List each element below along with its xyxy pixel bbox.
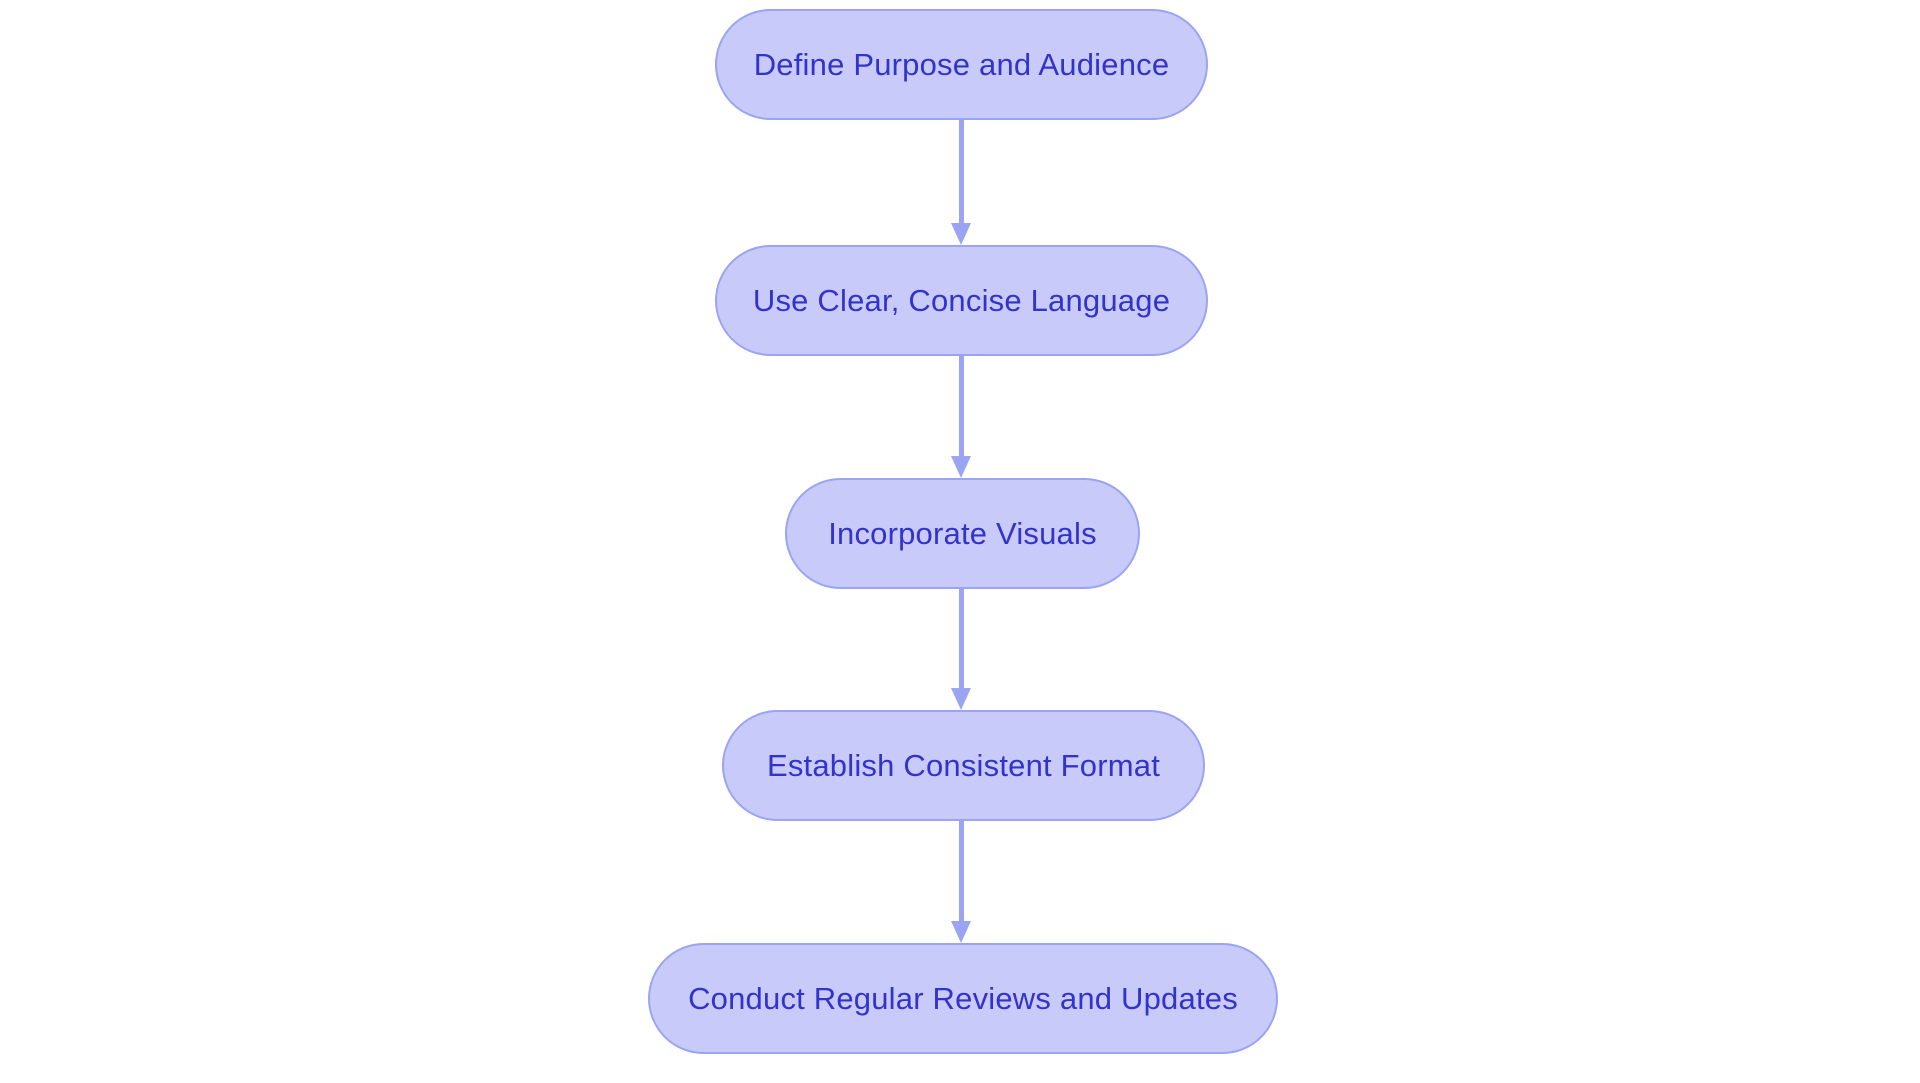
flow-edge-n3-n4 (951, 821, 971, 943)
flow-node-label: Conduct Regular Reviews and Updates (688, 981, 1238, 1016)
edge-line (959, 589, 964, 688)
flow-edge-n1-n2 (951, 356, 971, 478)
flow-node-define-purpose-and-audience[interactable]: Define Purpose and Audience (715, 9, 1208, 120)
edge-line (959, 356, 964, 456)
flow-edge-n0-n1 (951, 120, 971, 245)
flow-node-label: Establish Consistent Format (766, 748, 1161, 783)
flow-node-incorporate-visuals[interactable]: Incorporate Visuals (785, 478, 1140, 589)
down-arrow-icon (951, 223, 971, 245)
flow-node-label: Incorporate Visuals (828, 516, 1097, 551)
down-arrow-icon (951, 921, 971, 943)
flow-node-establish-consistent-format[interactable]: Establish Consistent Format (722, 710, 1205, 821)
edge-line (959, 821, 964, 921)
flow-node-label: Define Purpose and Audience (753, 47, 1170, 82)
flow-node-use-clear-concise-language[interactable]: Use Clear, Concise Language (715, 245, 1208, 356)
edge-line (959, 120, 964, 223)
down-arrow-icon (951, 688, 971, 710)
flow-edge-n2-n3 (951, 589, 971, 710)
flow-node-label: Use Clear, Concise Language (752, 283, 1171, 318)
flow-node-conduct-regular-reviews-and-updates[interactable]: Conduct Regular Reviews and Updates (648, 943, 1278, 1054)
down-arrow-icon (951, 456, 971, 478)
